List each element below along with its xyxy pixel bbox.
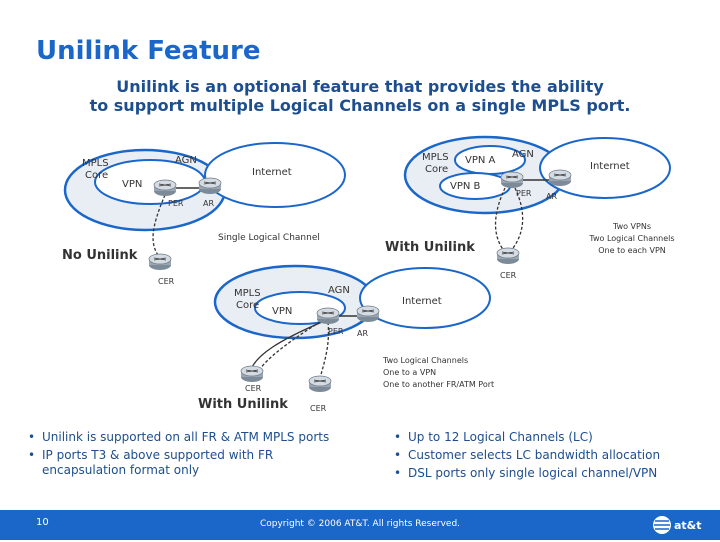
bottom-cer-left-label: CER (245, 384, 262, 393)
right-note-2: Two Logical Channels (588, 234, 674, 243)
att-logo: at&t (652, 512, 712, 538)
bullet-left-2-continued: encapsulation format only (42, 463, 200, 477)
right-channel-line-2 (509, 187, 524, 253)
left-cer-label: CER (158, 277, 175, 286)
right-channel-line-1 (494, 187, 506, 253)
bottom-note-2: One to a VPN (383, 368, 436, 377)
right-vpn-a-label: VPN A (465, 155, 496, 166)
right-cer-label: CER (500, 271, 517, 280)
right-internet-cloud (539, 137, 671, 199)
footer-bar (0, 510, 720, 540)
right-cer-router-icon (496, 247, 520, 265)
bottom-internet-label: Internet (402, 296, 442, 307)
left-vpn-label: VPN (122, 179, 142, 190)
bottom-note-1: Two Logical Channels (382, 356, 468, 365)
subtitle-line-1: Unilink is an optional feature that prov… (116, 77, 604, 96)
right-note-3: One to each VPN (598, 246, 666, 255)
left-mpls-label-2: Core (85, 170, 108, 181)
left-vpn-cloud (94, 159, 206, 205)
right-mpls-label-1: MPLS (422, 152, 449, 163)
left-cer-router-icon (148, 253, 172, 271)
left-per-label: PER (168, 199, 184, 208)
left-diagram: MPLS Core AGN VPN Internet PER AR Single… (62, 142, 346, 286)
right-caption: With Unilink (385, 240, 475, 255)
bottom-vpn-label: VPN (272, 306, 292, 317)
bottom-note-3: One to another FR/ATM Port (383, 380, 494, 389)
left-ar-router-icon (198, 177, 222, 195)
right-ar-router-icon (548, 169, 572, 187)
page-number: 10 (36, 517, 49, 528)
bottom-caption: With Unilink (198, 397, 288, 412)
left-internet-label: Internet (252, 167, 292, 178)
left-ar-label: AR (203, 199, 214, 208)
right-internet-label: Internet (590, 161, 630, 172)
bottom-channel-line-2 (319, 321, 330, 379)
bottom-cer-right-label: CER (310, 404, 327, 413)
bottom-ar-router-icon (356, 305, 380, 323)
right-per-label: PER (516, 189, 532, 198)
left-single-channel-label: Single Logical Channel (218, 233, 320, 243)
bottom-per-router-icon (316, 307, 340, 325)
right-mpls-label-2: Core (425, 164, 448, 175)
left-agn-label: AGN (175, 155, 197, 166)
left-internet-cloud (204, 142, 346, 208)
right-ar-label: AR (546, 192, 557, 201)
bottom-internet-cloud (359, 267, 491, 329)
bottom-ar-label: AR (357, 329, 368, 338)
bullet-left-1: •Unilink is supported on all FR & ATM MP… (28, 430, 330, 444)
copyright-text: Copyright © 2006 AT&T. All rights Reserv… (259, 519, 461, 529)
right-agn-label: AGN (512, 149, 534, 160)
left-caption: No Unilink (62, 248, 138, 263)
left-mpls-label-1: MPLS (82, 158, 109, 169)
bottom-per-label: PER (328, 327, 344, 336)
left-per-router-icon (153, 179, 177, 197)
logo-text: at&t (674, 519, 702, 532)
bottom-cer-left-router-icon (240, 365, 264, 383)
bullet-right-3: •DSL ports only single logical channel/V… (394, 466, 658, 480)
bottom-agn-label: AGN (328, 285, 350, 296)
right-vpn-b-label: VPN B (450, 181, 481, 192)
bottom-cer-right-router-icon (308, 375, 332, 393)
page-title: Unilink Feature (36, 36, 261, 66)
right-per-router-icon (500, 171, 524, 189)
bottom-mpls-label-2: Core (236, 300, 259, 311)
bullet-right-1: •Up to 12 Logical Channels (LC) (394, 430, 593, 444)
bottom-mpls-label-1: MPLS (234, 288, 261, 299)
right-note-1: Two VPNs (612, 222, 651, 231)
subtitle-line-2: to support multiple Logical Channels on … (89, 96, 631, 115)
bullet-right-2: •Customer selects LC bandwidth allocatio… (394, 448, 661, 462)
bottom-diagram: MPLS Core AGN VPN Internet PER AR CER CE… (198, 264, 494, 413)
right-diagram: MPLS Core AGN VPN A VPN B Internet PER A… (385, 135, 675, 280)
bullet-left-2: •IP ports T3 & above supported with FR (28, 448, 274, 462)
